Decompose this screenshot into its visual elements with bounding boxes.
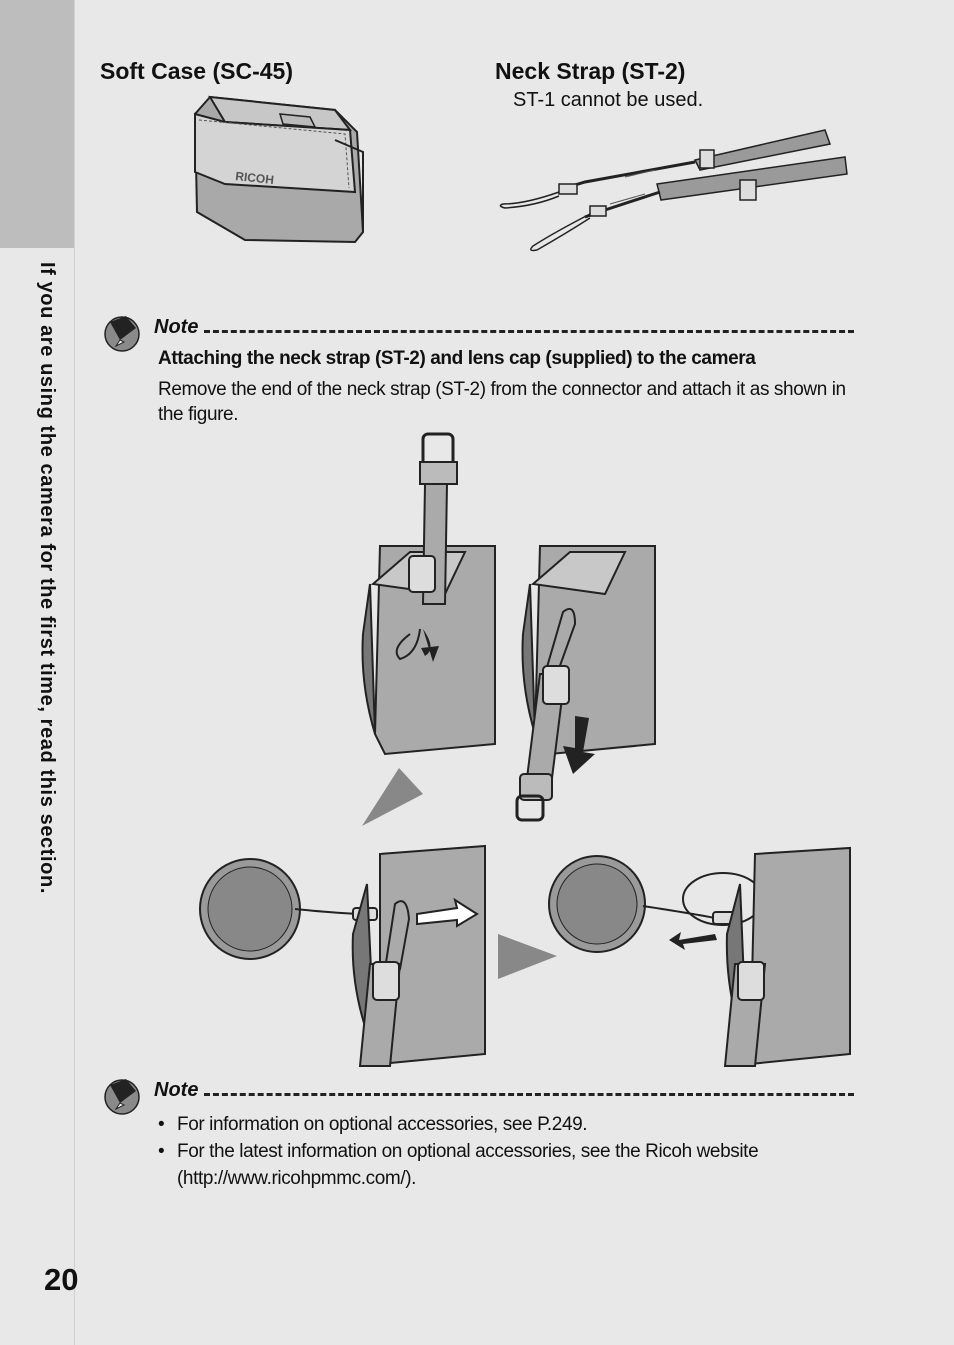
page-number: 20	[44, 1262, 79, 1297]
list-item: For the latest information on optional a…	[158, 1138, 848, 1192]
chapter-vertical-title: If you are using the camera for the firs…	[36, 262, 58, 894]
note-divider	[204, 330, 854, 333]
soft-case-title: Soft Case (SC-45)	[100, 58, 293, 84]
figure-step-4	[548, 846, 851, 1067]
step-arrow-1	[362, 768, 423, 826]
figure-step-2	[515, 545, 656, 822]
neck-strap-title: Neck Strap (ST-2)	[495, 58, 686, 84]
list-item: For information on optional accessories,…	[158, 1111, 848, 1138]
soft-case-illustration: RICOH	[193, 95, 365, 244]
note-header-2: Note	[102, 1075, 854, 1115]
note-pencil-icon	[104, 316, 140, 352]
strap-attachment-illustration	[199, 432, 851, 1067]
note-body: Remove the end of the neck strap (ST-2) …	[158, 379, 846, 425]
chapter-side-tab	[0, 0, 74, 248]
note-pencil-icon	[104, 1079, 140, 1115]
soft-case-logo: RICOH	[235, 169, 275, 187]
side-divider	[74, 0, 75, 1345]
neck-strap-subtitle: ST-1 cannot be used.	[513, 89, 704, 111]
note-label-2: Note	[154, 1079, 199, 1101]
note-label: Note	[154, 316, 199, 338]
note-heading: Attaching the neck strap (ST-2) and lens…	[158, 348, 756, 369]
note-header: Note	[102, 312, 854, 352]
step-arrow-2	[498, 934, 557, 979]
figure-step-3	[199, 844, 486, 1067]
accessory-info-list: For information on optional accessories,…	[158, 1111, 848, 1192]
neck-strap-illustration	[499, 129, 848, 252]
note-divider-2	[204, 1093, 854, 1096]
figure-step-1	[361, 432, 496, 756]
